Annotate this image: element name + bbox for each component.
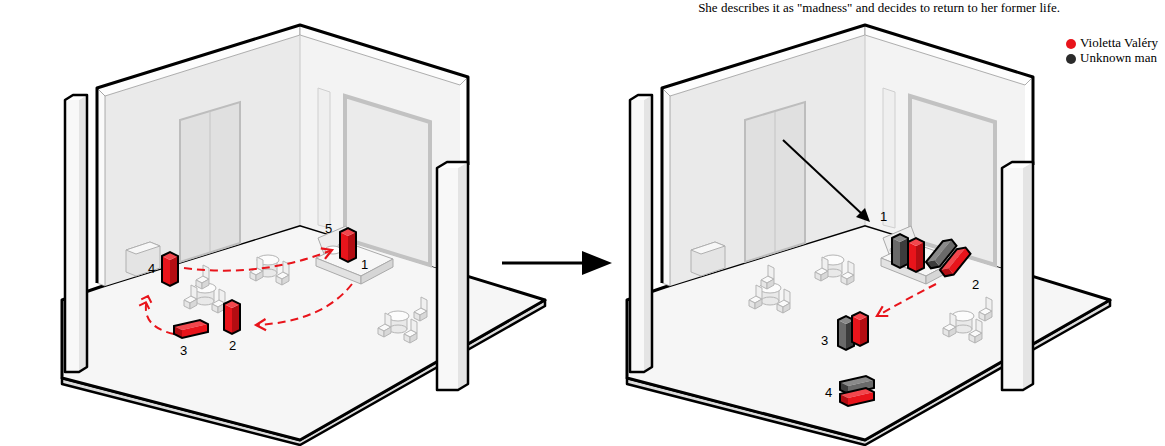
figures-after [838,234,974,406]
callout-number: 4 [148,262,155,275]
caption-text: She describes it as "madness" and decide… [698,1,1060,15]
callout-number: 2 [972,278,979,291]
callout-number: 1 [361,258,368,271]
callout-number: 4 [825,386,832,399]
callout-number: 3 [180,344,187,357]
callout-number: 1 [880,210,887,223]
room-after [627,25,1110,445]
callout-number: 2 [229,339,236,352]
pointer-arrow [783,140,870,222]
legend-label: Violetta Valéry [1080,36,1158,50]
legend-swatch [1066,39,1076,49]
room-before [62,25,545,445]
movement-path [146,250,936,334]
callout-number: 3 [821,334,828,347]
figures-before [162,228,356,338]
transition-arrow [502,251,612,275]
callout-number: 5 [325,222,332,235]
legend-label: Unknown man [1080,51,1157,65]
legend-swatch [1066,54,1076,64]
